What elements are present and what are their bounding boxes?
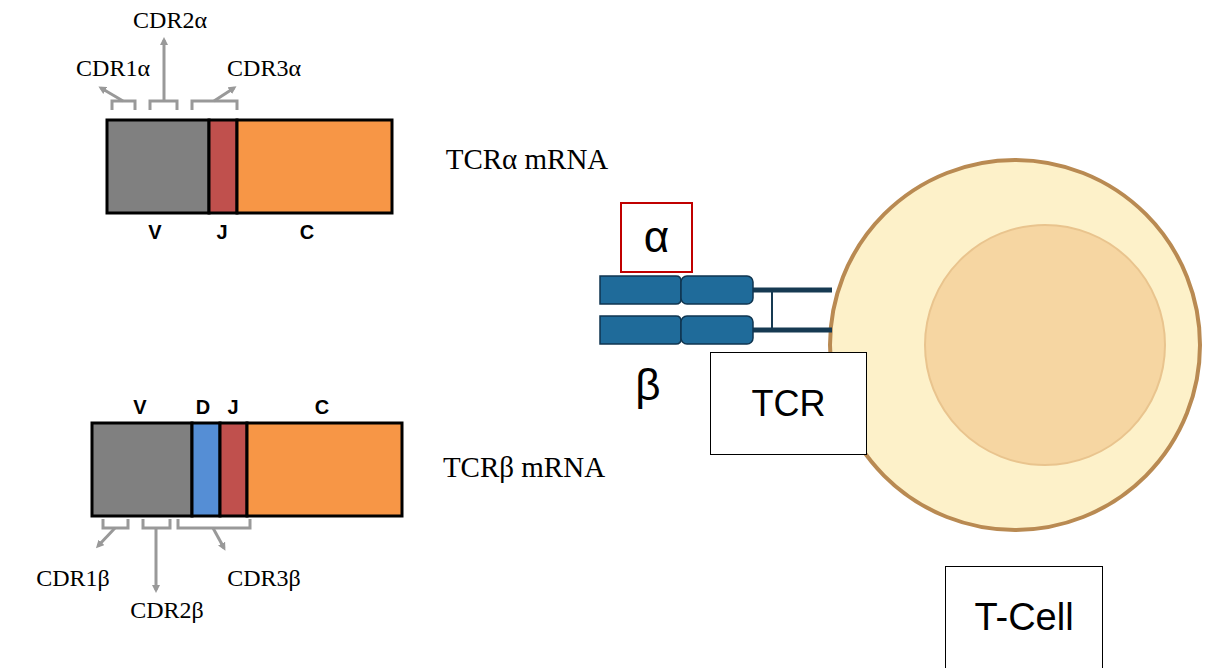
segment-label: C xyxy=(300,221,314,243)
box-text: TCR xyxy=(752,384,826,424)
cdr-brackets xyxy=(98,519,250,590)
segment-label: J xyxy=(227,396,238,418)
tcr-receptor xyxy=(600,276,832,344)
cdr-label: CDR1α xyxy=(76,55,150,81)
segment-label: V xyxy=(148,221,161,243)
segment-label: C xyxy=(315,396,329,418)
cell-membrane xyxy=(830,160,1200,530)
chain-label: β xyxy=(635,361,660,409)
label-box: TCR xyxy=(710,352,867,455)
cell-nucleus xyxy=(925,225,1165,465)
cdr-label: CDR2β xyxy=(130,597,204,623)
chain-label: TCRβ mRNA xyxy=(443,452,605,484)
chain-label: TCRα mRNA xyxy=(446,144,609,176)
cdr-label: CDR1β xyxy=(36,565,110,591)
segment-label: V xyxy=(133,396,146,418)
box-text: T-Cell xyxy=(974,597,1073,639)
alpha-mrna-bar xyxy=(107,120,392,213)
box-text: α xyxy=(644,213,669,261)
chain-box: α xyxy=(620,202,693,273)
segment-label: J xyxy=(216,221,227,243)
cdr-label: CDR3α xyxy=(227,55,301,81)
segment-label: D xyxy=(196,396,210,418)
cdr-label: CDR2α xyxy=(133,7,207,33)
beta-mrna-bar xyxy=(92,423,402,516)
label-box: T-Cell xyxy=(945,566,1103,668)
cdr-label: CDR3β xyxy=(227,565,301,591)
